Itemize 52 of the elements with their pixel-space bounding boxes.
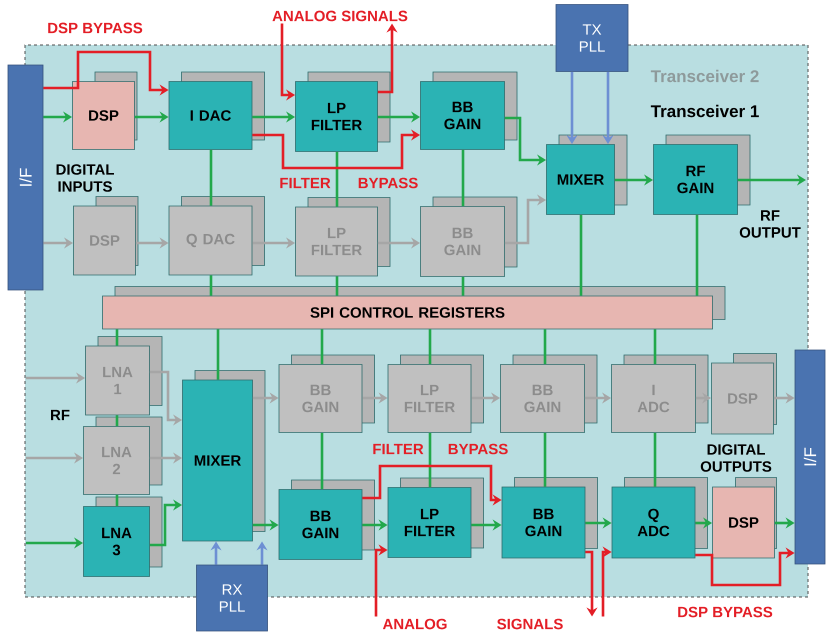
annotation-label: BYPASS (448, 444, 508, 454)
connector-line (210, 275, 212, 296)
connector-line (428, 432, 432, 488)
connector-line (544, 432, 546, 487)
processing-block: Q ADC (612, 477, 708, 558)
processing-block: I DAC (168, 72, 265, 150)
connector-line (654, 329, 656, 364)
interface-block: I/F (8, 64, 44, 290)
processing-block: BB GAIN (502, 477, 598, 558)
annotation-label: FILTER (280, 178, 330, 188)
annotation-label: DSP BYPASS (678, 606, 772, 618)
annotation-label: FILTER (373, 444, 424, 454)
connector-line (544, 329, 546, 364)
signal-label: ANALOG SIGNALS (272, 10, 408, 22)
connector-line (462, 150, 464, 206)
connector-line (116, 329, 118, 346)
connector-line (428, 329, 432, 364)
processing-block: LNA 3 (83, 496, 162, 577)
panel-title: Transceiver 2 (650, 70, 759, 82)
processing-block: BB GAIN (420, 72, 518, 150)
processing-block: LP FILTER (388, 478, 484, 558)
connector-line (654, 432, 656, 487)
processing-block: DSP (712, 477, 777, 558)
processing-block: MIXER (182, 370, 266, 542)
signal-label: RF (51, 410, 70, 420)
connector-line (320, 329, 324, 364)
connector-line (320, 432, 324, 490)
connector-line (336, 152, 338, 207)
signal-label: DIGITAL INPUTS (56, 164, 114, 192)
interface-block: I/F (794, 350, 826, 564)
processing-block: BB GAIN (278, 480, 375, 560)
signal-label: DIGITAL OUTPUTS (700, 444, 772, 472)
connector-line (116, 494, 118, 506)
connector-line (336, 276, 338, 296)
annotation-label: BYPASS (358, 178, 418, 188)
connector-line (216, 329, 220, 380)
processing-block: DSP (72, 72, 138, 150)
processing-block: RF GAIN (653, 134, 750, 215)
interface-block: RX PLL (196, 564, 268, 632)
connector-line (210, 150, 212, 206)
processing-block: LP FILTER (295, 72, 390, 152)
register-bar: SPI CONTROL REGISTERS (102, 286, 726, 330)
connector-line (462, 276, 464, 296)
processing-block: MIXER (546, 134, 628, 215)
interface-block: TX PLL (556, 4, 628, 72)
connector-line (580, 214, 582, 296)
connector-line (696, 214, 698, 296)
annotation-label: DSP BYPASS (48, 22, 142, 34)
signal-label: SIGNALS (497, 618, 563, 630)
signal-label: ANALOG (382, 618, 447, 630)
connector-line (116, 415, 118, 426)
panel-title: Transceiver 1 (650, 104, 759, 118)
